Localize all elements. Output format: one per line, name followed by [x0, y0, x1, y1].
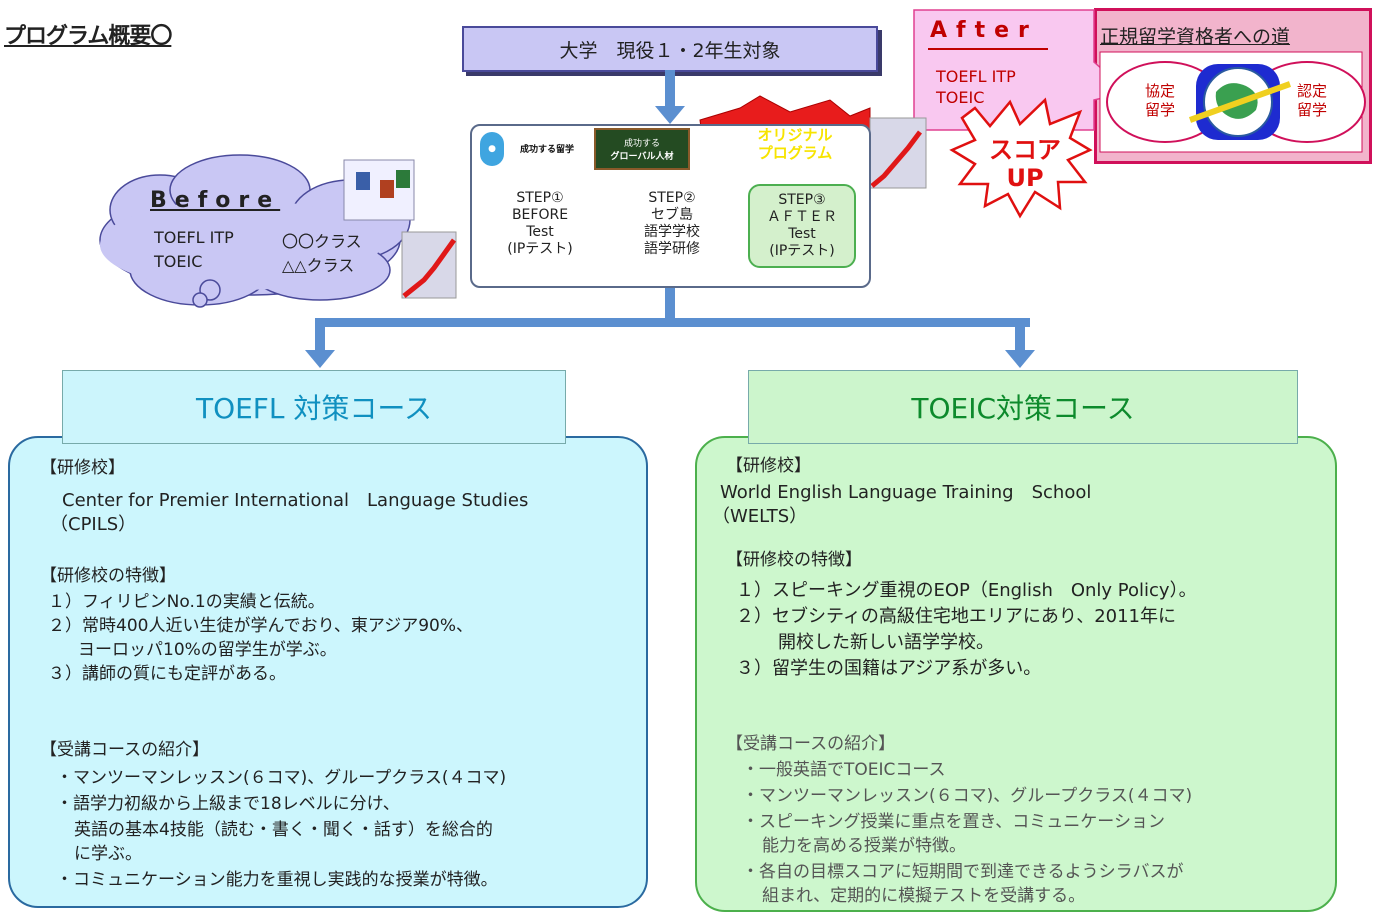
toeic-course-1: ・一般英語でTOEICコース: [742, 760, 946, 780]
step-3: STEP③ ＡＦＴＥＲ Test (IPテスト): [748, 184, 856, 268]
toeic-course-3: ・スピーキング授業に重点を置き、コミュニケーション: [742, 812, 1165, 832]
goal-left-line1: 協定: [1144, 82, 1175, 100]
original-line1: オリジナル: [757, 126, 833, 144]
step1-line1: STEP①: [516, 190, 564, 206]
toeic-course-2: ・マンツーマンレッスン(６コマ)、グループクラス(４コマ): [742, 786, 1193, 806]
before-row: TOEIC △△クラス: [154, 252, 384, 276]
toeic-feature-4: ３）留学生の国籍はアジア系が多い。: [736, 658, 1042, 679]
toefl-features-label: 【研修校の特徴】: [40, 566, 176, 586]
step3-line4: (IPテスト): [769, 243, 835, 259]
before-row: TOEFL ITP 〇〇クラス: [154, 228, 384, 252]
toefl-course-4: に学ぶ。: [74, 844, 142, 864]
before-level-1: 〇〇クラス: [282, 232, 362, 251]
step1-line3: Test: [526, 224, 554, 240]
before-title: Before: [150, 188, 281, 213]
step1-line4: (IPテスト): [507, 241, 573, 257]
toefl-course-heading: TOEFL 対策コース: [62, 370, 566, 444]
toefl-school-label: 【研修校】: [40, 458, 125, 478]
toeic-feature-1: １）スピーキング重視のEOP（English Only Policy）。: [736, 580, 1197, 601]
page-title: プログラム概要〇: [4, 24, 172, 49]
toeic-school-name: World English Language Training School: [720, 482, 1092, 503]
split-bar: [315, 318, 1030, 327]
goal-right-label: 認定 留学: [1282, 82, 1342, 120]
toefl-course-1: ・マンツーマンレッスン(６コマ)、グループクラス(４コマ): [56, 768, 507, 788]
score-up-burst-icon: [949, 97, 1093, 219]
before-test-1: TOEFL ITP: [154, 228, 234, 247]
toeic-course-5: ・各自の目標スコアに短期間で到達できるようシラバスが: [742, 862, 1184, 882]
arrow-left-head: [305, 350, 335, 368]
logo-global-line1: 成功する: [623, 139, 660, 149]
toefl-course-2: ・語学力初級から上級まで18レベルに分け、: [56, 794, 400, 814]
growth-stairs-image: [401, 117, 927, 299]
toeic-course-6: 組まれ、定期的に模擬テストを受講する。: [762, 886, 1086, 906]
before-test-2: TOEIC: [154, 252, 203, 271]
goal-graphics: [1099, 51, 1366, 153]
cloud-bubbles: [192, 279, 221, 308]
goal-right-line1: 認定: [1296, 82, 1327, 100]
step1-line2: BEFORE: [511, 207, 569, 223]
goal-left-label: 協定 留学: [1130, 82, 1190, 120]
step3-line2: ＡＦＴＥＲ: [767, 209, 837, 225]
logo-global-talent: 成功する グローバル人材: [594, 128, 690, 170]
after-line2: TOEIC: [936, 88, 985, 107]
arrow-right-head: [1005, 350, 1035, 368]
original-program-label: オリジナル プログラム: [740, 126, 850, 162]
after-underline: [928, 48, 1048, 50]
step3-line3: Test: [788, 226, 816, 242]
arrow-right-shaft: [1015, 318, 1025, 352]
toefl-feature-1: １）フィリピンNo.1の実績と伝統。: [48, 592, 325, 612]
toefl-feature-3: ヨーロッパ10%の留学生が学ぶ。: [78, 640, 337, 660]
score-up-label: スコア UP: [970, 136, 1080, 192]
goal-left-line2: 留学: [1144, 101, 1175, 119]
toefl-course-5: ・コミュニケーション能力を重視し実践的な授業が特徴。: [56, 870, 498, 890]
after-title: After: [930, 18, 1038, 43]
logo-global-line2: グローバル人材: [610, 152, 674, 162]
step2-line4: 語学研修: [644, 241, 700, 257]
toefl-school-abbr: （CPILS）: [50, 514, 137, 535]
score-up-line2: UP: [1006, 164, 1044, 192]
step2-line1: STEP②: [648, 190, 696, 206]
goal-title: 正規留学資格者への道: [1100, 26, 1291, 48]
after-line1: TOEFL ITP: [936, 67, 1016, 86]
arrow-down-head: [655, 106, 685, 124]
toeic-courses-label: 【受講コースの紹介】: [726, 734, 896, 754]
mascot-icon: ●: [480, 132, 504, 166]
toefl-feature-4: ３）講師の質にも定評がある。: [48, 664, 286, 684]
before-scores: TOEFL ITP 〇〇クラス TOEIC △△クラス: [154, 228, 384, 276]
toeic-features-label: 【研修校の特徴】: [726, 550, 862, 570]
step-2: STEP② セブ島 語学学校 語学研修: [612, 182, 732, 266]
toefl-course-3: 英語の基本4技能（読む・書く・聞く・話す）を総合的: [74, 820, 493, 840]
score-up-line1: スコア: [989, 136, 1061, 164]
audience-box: 大学 現役１・2年生対象: [462, 26, 878, 72]
step2-line2: セブ島: [651, 207, 693, 223]
toeic-course-heading: TOEIC対策コース: [748, 370, 1298, 444]
goal-right-line2: 留学: [1296, 101, 1327, 119]
toefl-school-name: Center for Premier International Languag…: [62, 490, 529, 511]
toeic-school-abbr: （WELTS）: [712, 506, 808, 527]
before-level-2: △△クラス: [282, 256, 355, 275]
toeic-course-4: 能力を高める授業が特徴。: [762, 836, 966, 856]
step2-line3: 語学学校: [644, 224, 700, 240]
toefl-feature-2: ２）常時400人近い生徒が学んでおり、東アジア90%、: [48, 616, 474, 636]
toefl-courses-label: 【受講コースの紹介】: [40, 740, 210, 760]
after-scores: TOEFL ITP TOEIC: [936, 66, 1016, 108]
split-stem: [665, 284, 675, 326]
toeic-feature-3: 開校した新しい語学学校。: [778, 632, 994, 653]
original-line2: プログラム: [757, 144, 833, 162]
logo-success-study: 成功する留学: [519, 144, 574, 155]
step-1: STEP① BEFORE Test (IPテスト): [486, 182, 594, 266]
students-image: [343, 159, 415, 221]
toeic-feature-2: ２）セブシティの高級住宅地エリアにあり、2011年に: [736, 606, 1177, 627]
arrow-down-shaft: [665, 70, 675, 108]
step3-line1: STEP③: [778, 192, 826, 208]
toeic-school-label: 【研修校】: [726, 456, 811, 476]
toeic-panel: [695, 436, 1337, 912]
toefl-panel: [8, 436, 648, 908]
arrow-left-shaft: [315, 318, 325, 352]
